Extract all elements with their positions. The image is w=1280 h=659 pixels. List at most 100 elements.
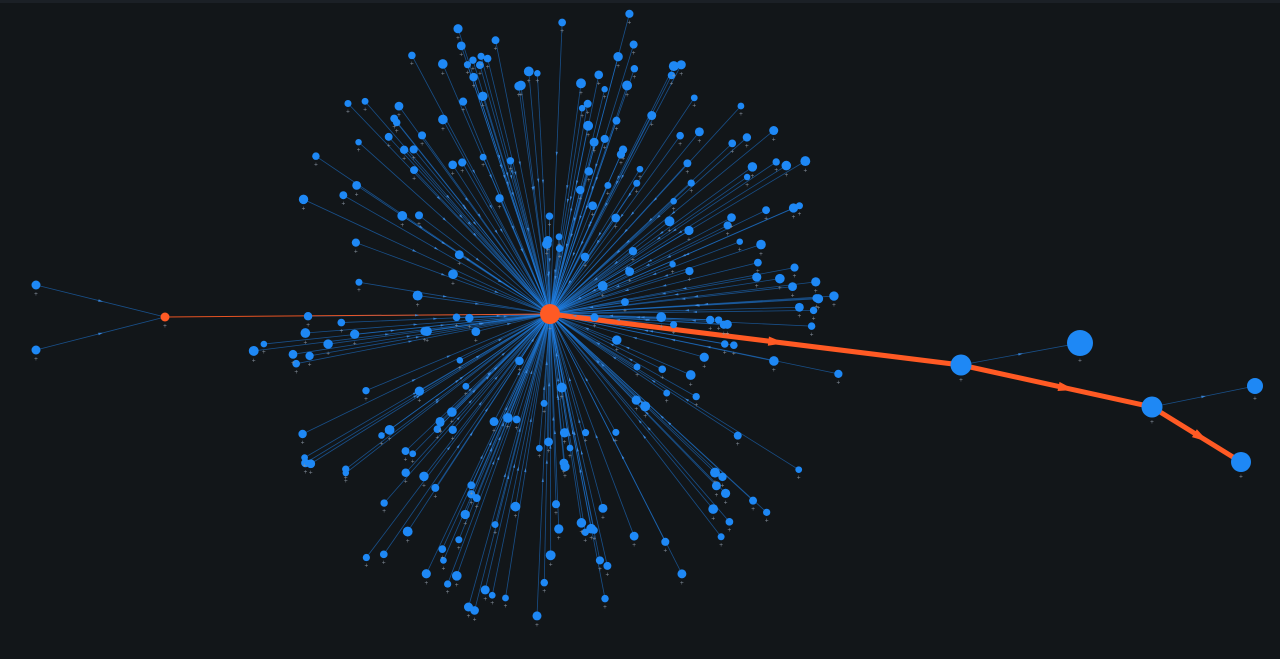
spoke-node[interactable] — [554, 524, 564, 534]
spoke-node[interactable] — [458, 158, 467, 167]
spoke-node[interactable] — [535, 444, 543, 452]
spoke-node[interactable] — [720, 488, 731, 498]
spoke-node[interactable] — [480, 585, 490, 595]
spoke-edge[interactable] — [381, 313, 551, 436]
spoke-node[interactable] — [431, 483, 440, 492]
spoke-edge[interactable] — [452, 313, 551, 431]
spoke-node[interactable] — [576, 518, 587, 528]
spoke-edge[interactable] — [549, 135, 681, 315]
node-left-lower[interactable] — [31, 345, 41, 355]
spoke-edge[interactable] — [549, 115, 653, 315]
spoke-node[interactable] — [362, 386, 370, 395]
spoke-edge[interactable] — [292, 313, 551, 355]
spoke-node[interactable] — [788, 203, 799, 213]
spoke-node[interactable] — [612, 335, 622, 345]
spoke-edge[interactable] — [549, 313, 697, 397]
node-path-node-1-leaf[interactable] — [1067, 330, 1093, 356]
spoke-node[interactable] — [510, 501, 521, 512]
spoke-node[interactable] — [690, 94, 698, 102]
spoke-edge[interactable] — [425, 313, 551, 574]
spoke-edge[interactable] — [549, 230, 690, 315]
spoke-node[interactable] — [813, 294, 824, 304]
spoke-edge[interactable] — [515, 313, 551, 507]
spoke-node[interactable] — [298, 429, 307, 439]
spoke-edge[interactable] — [549, 182, 692, 315]
spoke-node[interactable] — [583, 120, 594, 131]
spoke-node[interactable] — [647, 111, 657, 121]
spoke-node[interactable] — [683, 159, 692, 168]
spoke-node[interactable] — [590, 313, 599, 322]
highlighted-path-edge[interactable] — [547, 311, 964, 368]
spoke-node[interactable] — [477, 52, 485, 60]
spoke-edge[interactable] — [442, 119, 551, 315]
spoke-node[interactable] — [292, 359, 301, 368]
spoke-node[interactable] — [676, 131, 684, 140]
spoke-node[interactable] — [598, 503, 608, 513]
spoke-edge[interactable] — [549, 313, 723, 478]
spoke-node[interactable] — [636, 165, 644, 173]
spoke-node[interactable] — [301, 458, 310, 468]
spoke-node[interactable] — [455, 536, 463, 544]
spoke-edge[interactable] — [458, 313, 551, 540]
spoke-edge[interactable] — [549, 176, 748, 315]
spoke-edge[interactable] — [356, 185, 551, 315]
spoke-node[interactable] — [621, 298, 629, 306]
spoke-edge[interactable] — [549, 83, 582, 315]
spoke-node[interactable] — [597, 281, 608, 291]
spoke-node[interactable] — [401, 468, 410, 477]
spoke-edge[interactable] — [354, 313, 551, 335]
spoke-node[interactable] — [728, 139, 737, 148]
spoke-edge[interactable] — [358, 281, 551, 315]
spoke-node[interactable] — [421, 569, 431, 579]
spoke-node[interactable] — [470, 606, 479, 615]
spoke-node[interactable] — [491, 521, 499, 529]
spoke-edge[interactable] — [470, 313, 551, 486]
spoke-node[interactable] — [625, 9, 634, 18]
spoke-node[interactable] — [532, 611, 542, 621]
spoke-node[interactable] — [640, 401, 651, 412]
spoke-node[interactable] — [625, 267, 635, 277]
spoke-node[interactable] — [469, 56, 477, 64]
spoke-node[interactable] — [736, 238, 743, 245]
spoke-node[interactable] — [685, 370, 696, 380]
spoke-node[interactable] — [737, 102, 745, 110]
spoke-edge[interactable] — [549, 270, 690, 315]
spoke-node[interactable] — [811, 277, 821, 287]
spoke-node[interactable] — [725, 518, 734, 526]
spoke-node[interactable] — [467, 481, 476, 490]
spoke-node[interactable] — [469, 72, 478, 82]
spoke-edge[interactable] — [305, 313, 551, 464]
spoke-edge[interactable] — [549, 313, 646, 407]
spoke-edge[interactable] — [549, 263, 673, 315]
spoke-edge[interactable] — [365, 313, 551, 392]
spoke-edge[interactable] — [536, 313, 551, 616]
spoke-node[interactable] — [444, 580, 452, 588]
spoke-node[interactable] — [603, 561, 612, 570]
spoke-edge[interactable] — [475, 313, 551, 333]
spoke-node[interactable] — [699, 352, 709, 362]
spoke-node[interactable] — [730, 341, 738, 350]
spoke-node[interactable] — [769, 126, 779, 136]
spoke-node[interactable] — [534, 70, 541, 77]
spoke-node[interactable] — [807, 322, 816, 330]
highlighted-edge[interactable] — [164, 313, 551, 318]
spoke-node[interactable] — [629, 531, 639, 541]
spoke-edge[interactable] — [549, 313, 638, 368]
spoke-node[interactable] — [350, 329, 360, 339]
spoke-node[interactable] — [622, 80, 633, 91]
spoke-edge[interactable] — [303, 199, 551, 315]
spoke-node[interactable] — [630, 64, 639, 73]
spoke-node[interactable] — [544, 437, 553, 447]
spoke-edge[interactable] — [549, 205, 593, 315]
spoke-node[interactable] — [448, 160, 458, 170]
spoke-node[interactable] — [323, 339, 333, 349]
spoke-node[interactable] — [834, 369, 843, 378]
spoke-node[interactable] — [337, 318, 346, 327]
spoke-edge[interactable] — [423, 313, 551, 477]
spoke-node[interactable] — [448, 269, 458, 280]
node-path-node-2-leaf[interactable] — [1247, 378, 1263, 394]
spoke-node[interactable] — [663, 389, 671, 397]
hub-node[interactable] — [540, 304, 560, 324]
spoke-edge[interactable] — [549, 207, 794, 315]
spoke-node[interactable] — [775, 273, 785, 284]
